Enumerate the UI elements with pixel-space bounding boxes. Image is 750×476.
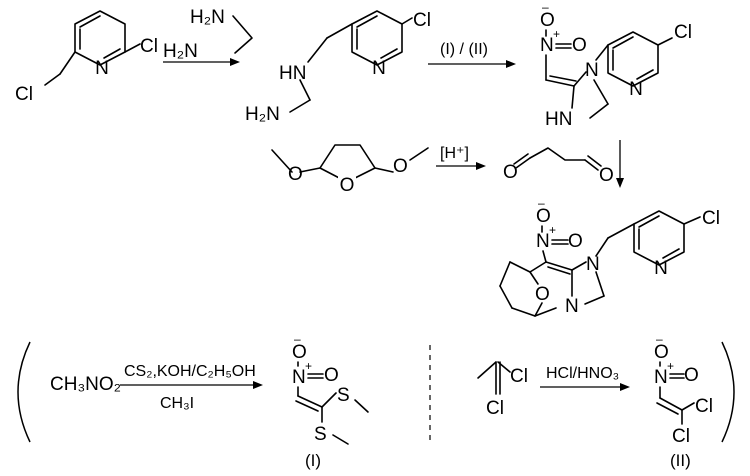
molecule-bridged-product: O – N + O N N O N Cl bbox=[499, 196, 720, 317]
nitro-oxygen: O bbox=[684, 365, 699, 386]
chlorine-atom: Cl bbox=[672, 426, 690, 447]
ring-nitrogen: N bbox=[586, 254, 600, 275]
primary-amine: H₂N bbox=[245, 104, 280, 125]
nitro-oxygen: O bbox=[654, 342, 669, 363]
chlorine-atom: Cl bbox=[674, 22, 692, 43]
positive-charge: + bbox=[553, 27, 560, 41]
reaction-arrow bbox=[163, 58, 240, 66]
molecule-dimethoxytetrahydrofuran: O O O bbox=[271, 144, 429, 196]
arrow-label: (I) / (II) bbox=[440, 41, 488, 58]
molecule-chloromethyl-chloropyridine: Cl N Cl bbox=[15, 10, 158, 105]
reaction-conditions: CH₃I bbox=[160, 395, 194, 412]
negative-charge: – bbox=[656, 332, 663, 346]
preparation-of-reagent-ii: Cl Cl HCl/HNO₃ O – N + O Cl Cl (II) bbox=[477, 332, 713, 470]
reaction-arrow bbox=[616, 140, 624, 188]
nitro-oxygen: O bbox=[568, 231, 583, 252]
ring-nitrogen: N bbox=[565, 296, 579, 317]
aldehyde-oxygen: O bbox=[599, 165, 614, 186]
nitromethane: CH₃NO₂ bbox=[50, 374, 121, 395]
compound-label: (I) bbox=[305, 451, 321, 470]
nitro-oxygen: O bbox=[540, 10, 555, 31]
nitro-nitrogen: N bbox=[540, 35, 554, 56]
reagent-ethylenediamine: H₂N H₂N bbox=[163, 7, 253, 62]
sulfur-atom: S bbox=[337, 385, 350, 406]
aldehyde-oxygen: O bbox=[503, 162, 518, 183]
chlorine-atom: Cl bbox=[413, 10, 431, 31]
preparation-of-reagent-i: CH₃NO₂ CS₂,KOH/C₂H₅OH CH₃I O – N + O S S… bbox=[50, 332, 369, 470]
negative-charge: – bbox=[294, 332, 301, 346]
ring-oxygen: O bbox=[340, 175, 355, 196]
reaction-conditions: HCl/HNO₃ bbox=[546, 365, 619, 382]
positive-charge: + bbox=[667, 359, 674, 373]
left-parenthesis bbox=[17, 341, 31, 443]
ring-nitrogen: N bbox=[585, 60, 599, 81]
molecule-imidacloprid-analog: O – N + O N HN N Cl bbox=[540, 0, 692, 130]
ring-nitrogen: N bbox=[95, 58, 109, 79]
reaction-arrow: (I) / (II) bbox=[428, 41, 516, 68]
nitro-oxygen: O bbox=[292, 342, 307, 363]
molecule-succinaldehyde: O O bbox=[503, 147, 614, 186]
chlorine-atom: Cl bbox=[140, 36, 158, 57]
positive-charge: + bbox=[305, 359, 312, 373]
acid-catalyst-label: [H⁺] bbox=[440, 145, 469, 162]
negative-charge: – bbox=[538, 196, 545, 210]
molecule-diamine-intermediate: Cl N HN H₂N bbox=[245, 10, 431, 125]
nitro-nitrogen: N bbox=[654, 367, 668, 388]
methoxy-oxygen: O bbox=[288, 164, 303, 185]
methoxy-oxygen: O bbox=[393, 156, 408, 177]
bridge-oxygen: O bbox=[535, 284, 550, 305]
chlorine-atom: Cl bbox=[702, 208, 720, 229]
secondary-amine: HN bbox=[279, 63, 306, 84]
chlorine-atom: Cl bbox=[695, 396, 713, 417]
nitro-nitrogen: N bbox=[292, 367, 306, 388]
amine-group: H₂N bbox=[190, 7, 225, 28]
nitro-oxygen: O bbox=[536, 206, 551, 227]
chlorine-atom: Cl bbox=[510, 366, 528, 387]
positive-charge: + bbox=[549, 223, 556, 237]
reaction-arrow: [H⁺] bbox=[436, 145, 486, 170]
amine-group: H₂N bbox=[163, 41, 198, 62]
sulfur-atom: S bbox=[314, 424, 327, 445]
secondary-amine: HN bbox=[545, 109, 572, 130]
pyridine-nitrogen: N bbox=[654, 258, 668, 279]
chlorine-atom: Cl bbox=[486, 398, 504, 419]
nitro-oxygen: O bbox=[572, 35, 587, 56]
reaction-conditions: CS₂,KOH/C₂H₅OH bbox=[124, 363, 256, 380]
compound-label: (II) bbox=[670, 451, 691, 470]
nitro-oxygen: O bbox=[324, 365, 339, 386]
right-parenthesis bbox=[721, 341, 735, 443]
negative-charge: – bbox=[542, 0, 549, 14]
nitro-nitrogen: N bbox=[536, 231, 550, 252]
pyridine-nitrogen: N bbox=[629, 79, 643, 100]
chlorine-atom: Cl bbox=[15, 84, 33, 105]
ring-nitrogen: N bbox=[372, 58, 386, 79]
